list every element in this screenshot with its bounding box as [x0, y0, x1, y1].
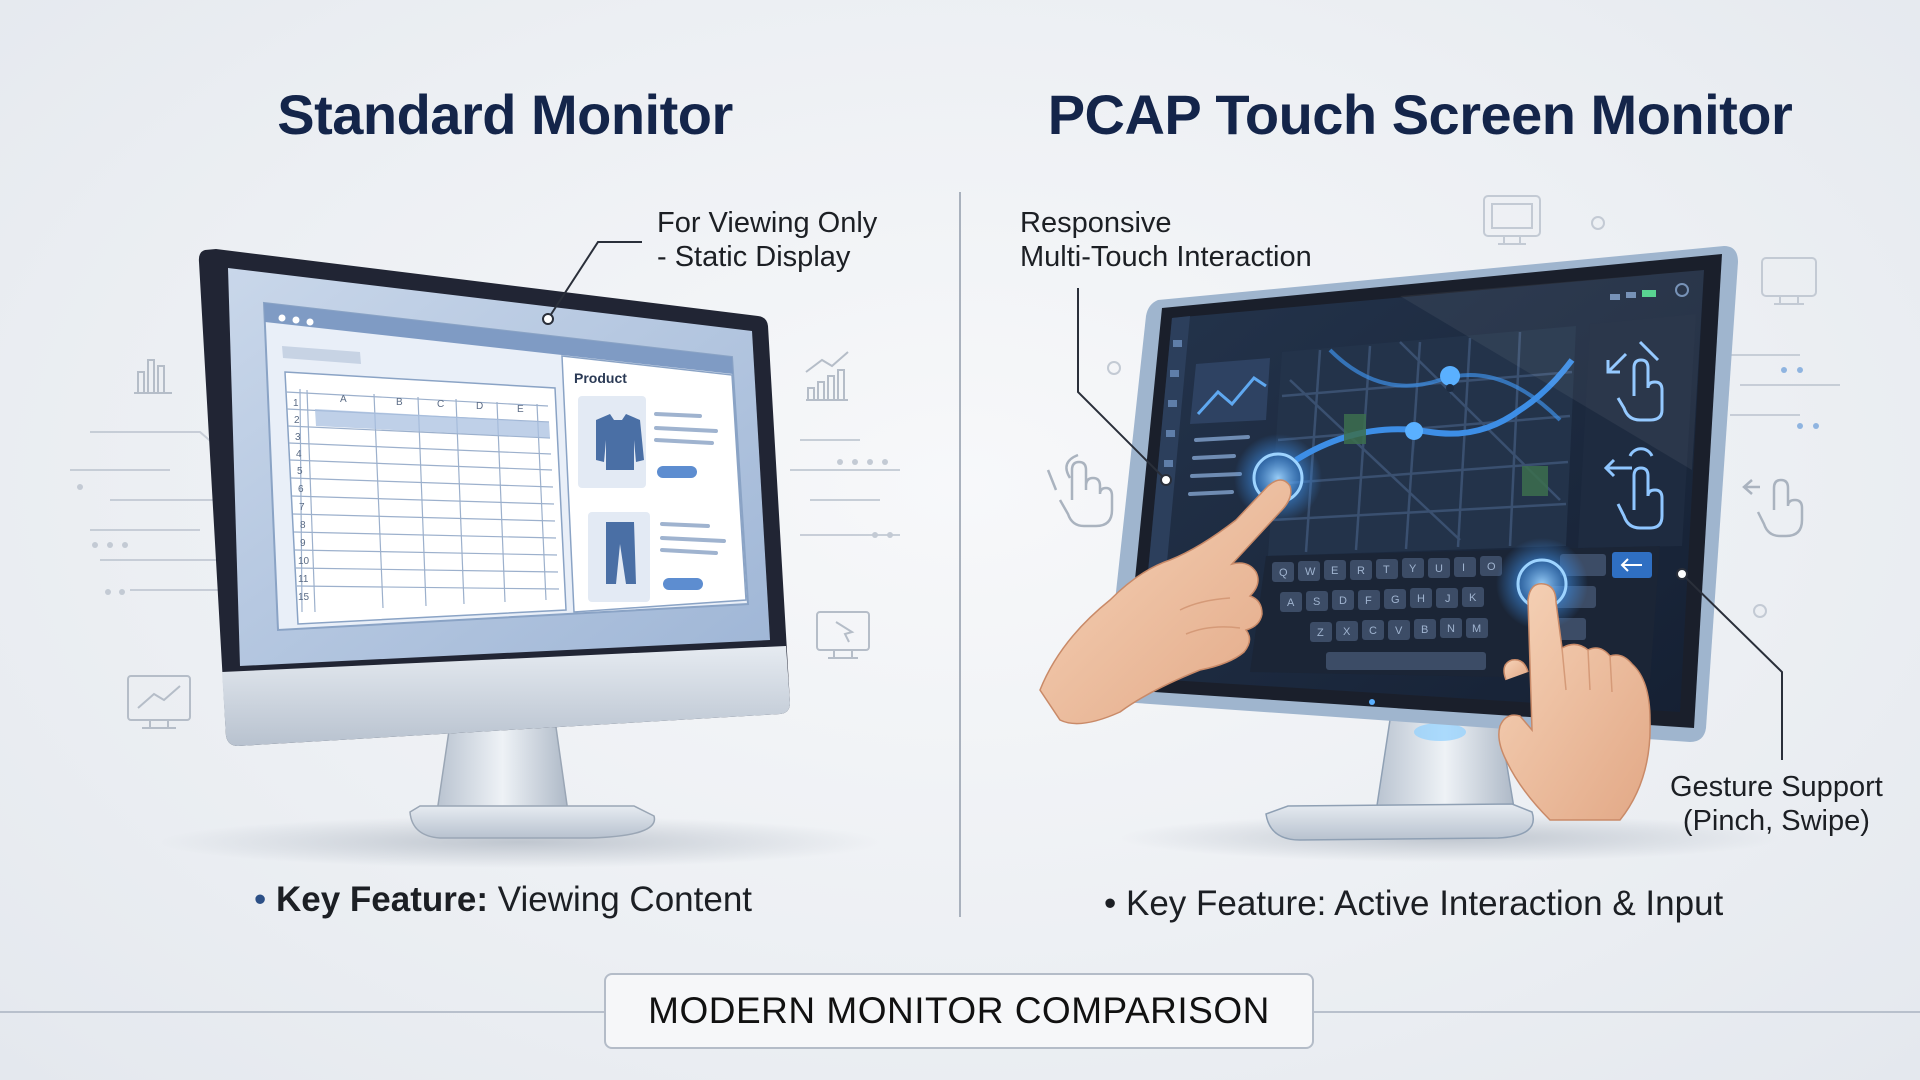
key-feature-text: Key Feature: Active Interaction & Input — [1126, 884, 1724, 923]
key-label: B — [1421, 624, 1428, 636]
key-label: A — [1287, 597, 1295, 609]
key-label: E — [1331, 565, 1338, 577]
callout-viewing-only: For Viewing Only - Static Display — [657, 206, 877, 274]
key-label: U — [1435, 563, 1443, 575]
key-label: F — [1365, 595, 1372, 607]
sheet-row-header: 1 — [293, 398, 299, 409]
sheet-row-header: 8 — [300, 520, 306, 531]
callout-line: - Static Display — [657, 241, 851, 273]
key-label: T — [1383, 564, 1390, 576]
key-label: G — [1391, 594, 1400, 606]
swipe-gesture-icon — [1742, 478, 1804, 538]
key-feature-left: • Key Feature: Viewing Content — [254, 880, 752, 920]
cursor-icon — [816, 611, 870, 659]
callout-line: (Pinch, Swipe) — [1682, 805, 1870, 837]
sheet-col-header: E — [517, 404, 524, 415]
callout-leader-top-right — [1077, 288, 1172, 486]
standard-monitor: A B C D E 1 2 3 4 5 6 7 8 9 10 11 15 Pro… — [198, 249, 790, 839]
gesture-hand-icon — [1046, 453, 1114, 528]
touch-monitor-title: PCAP Touch Screen Monitor — [1047, 83, 1793, 146]
sheet-col-header: C — [437, 399, 444, 410]
line-chart-icon — [805, 351, 849, 401]
sheet-col-header: D — [476, 401, 483, 412]
key-label: W — [1305, 566, 1316, 578]
sweater-icon — [596, 414, 644, 470]
key-label: C — [1369, 625, 1377, 637]
swipe-gesture-icon — [1603, 447, 1664, 530]
callout-line: Multi-Touch Interaction — [1020, 241, 1312, 273]
sheet-row-header: 4 — [296, 449, 302, 460]
sheet-col-header: B — [396, 397, 403, 408]
footer-banner: MODERN MONITOR COMPARISON — [604, 973, 1314, 1049]
key-label: D — [1339, 595, 1347, 607]
callout-leader-bottom-right — [1676, 568, 1783, 760]
sheet-row-header: 10 — [298, 556, 310, 567]
callout-multitouch: Responsive Multi-Touch Interaction — [1020, 206, 1312, 274]
key-label: R — [1357, 565, 1365, 577]
key-label: N — [1447, 623, 1455, 635]
key-label: M — [1472, 623, 1481, 635]
key-label: I — [1462, 562, 1465, 574]
callout-line: Responsive — [1020, 207, 1172, 239]
expand-gesture-icon — [1606, 340, 1664, 422]
key-label: S — [1313, 596, 1320, 608]
footer-label: MODERN MONITOR COMPARISON — [648, 990, 1270, 1031]
left-hand — [1039, 479, 1292, 725]
key-label: Q — [1279, 567, 1288, 579]
key-label: Z — [1317, 627, 1324, 639]
key-label: V — [1395, 625, 1403, 637]
key-feature-right: • Key Feature: Active Interaction & Inpu… — [1104, 884, 1723, 924]
sheet-row-header: 3 — [295, 432, 301, 443]
pants-icon — [606, 522, 636, 584]
key-label: K — [1469, 592, 1477, 604]
sheet-row-header: 15 — [298, 592, 310, 603]
standard-monitor-title: Standard Monitor — [277, 83, 733, 146]
sheet-row-header: 6 — [298, 484, 304, 495]
monitor-icon — [1483, 195, 1817, 305]
map-pin-icon — [1440, 366, 1461, 402]
right-hand — [1498, 583, 1651, 821]
sheet-col-header: A — [340, 394, 347, 405]
callout-leader-left — [542, 241, 642, 325]
key-label: J — [1445, 593, 1451, 605]
callout-gesture-support: Gesture Support (Pinch, Swipe) — [1670, 770, 1883, 838]
callout-line: Gesture Support — [1670, 771, 1883, 803]
key-label: Y — [1409, 563, 1417, 575]
sheet-row-header: 5 — [297, 466, 303, 477]
key-label: H — [1417, 593, 1425, 605]
key-label: X — [1343, 626, 1351, 638]
map-pin-icon — [1405, 422, 1424, 455]
key-feature-value: Viewing Content — [497, 880, 753, 919]
product-panel-label: Product — [574, 370, 627, 386]
sheet-row-header: 7 — [299, 502, 305, 513]
key-label: O — [1487, 561, 1496, 573]
sheet-row-header: 9 — [300, 538, 306, 549]
sheet-row-header: 11 — [298, 574, 309, 585]
sheet-row-header: 2 — [294, 415, 300, 426]
bullet: • — [1104, 884, 1117, 923]
center-divider — [959, 192, 961, 917]
bar-chart-icon — [134, 359, 172, 394]
callout-line: For Viewing Only — [657, 207, 878, 239]
bullet: • — [254, 880, 267, 919]
key-feature-label: Key Feature: — [276, 880, 489, 919]
touch-monitor: Q W E R T Y U I O A S D F G H J K Z X C … — [1106, 246, 1738, 841]
monitor-icon — [127, 675, 191, 729]
